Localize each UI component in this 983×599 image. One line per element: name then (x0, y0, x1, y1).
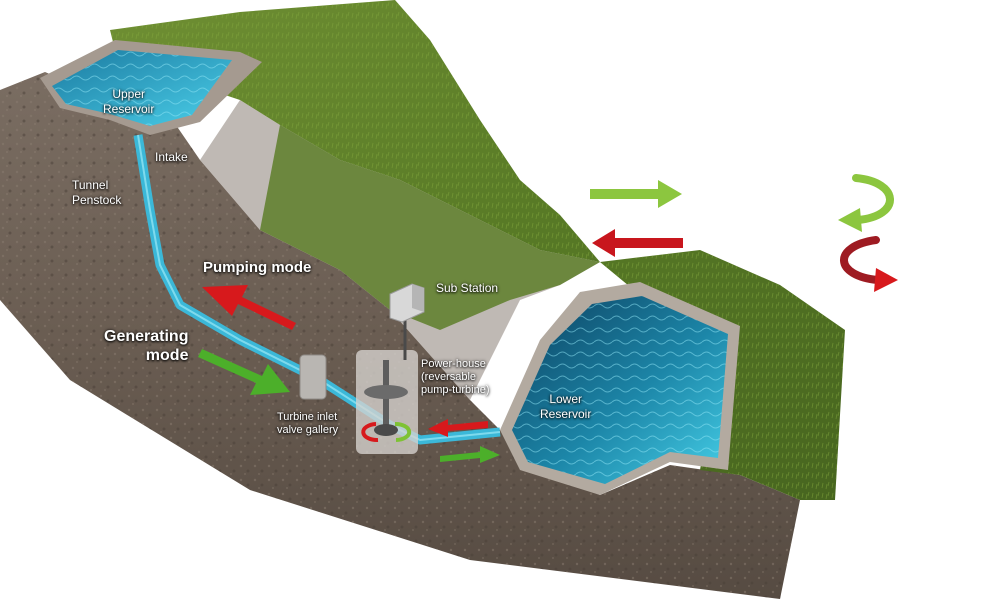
grass-texture (110, 0, 845, 500)
legend-generating-arrow-icon (590, 180, 682, 208)
substation-box-side (412, 284, 424, 312)
rock-texture (0, 72, 800, 599)
intake-label: Intake (155, 150, 188, 164)
sub-station-label: Sub Station (436, 281, 499, 295)
valve-gallery-box (299, 354, 327, 400)
generating-arrow-icon (198, 349, 290, 395)
turbine-top-disc (364, 385, 408, 399)
lower-grass-front (260, 125, 600, 330)
tunnel-penstock-label: Tunnel Penstock (72, 178, 122, 207)
upper-reservoir-text: Upper Reservoir (103, 87, 155, 116)
rotation-arrow-green-icon (394, 421, 412, 442)
power-house-label: Power-house (reversable pump-turbine) (421, 358, 490, 396)
legend-rotation-green-icon (838, 174, 894, 232)
legend-rotation-red-icon (840, 236, 898, 292)
turbine-runner (374, 424, 398, 436)
generate-outflow-arrow-icon (440, 446, 500, 463)
pump-inflow-arrow-icon (428, 419, 488, 437)
rotation-arrow-red-icon (361, 422, 379, 443)
pumping-arrow-icon (202, 285, 296, 330)
upper-reservoir-label: Upper Reservoir (103, 87, 154, 117)
lower-reservoir-ripples (512, 296, 728, 484)
turbine-inlet-valve-gallery-label: Turbine inlet valve gallery (277, 411, 339, 436)
upper-reservoir-ripples (52, 50, 232, 126)
lower-reservoir-label: Lower Reservoir (540, 392, 592, 421)
legend-pumping-arrow-icon (592, 229, 683, 257)
pumping-mode-label: Pumping mode (203, 259, 312, 276)
generating-mode-label: Generating mode (104, 328, 189, 364)
